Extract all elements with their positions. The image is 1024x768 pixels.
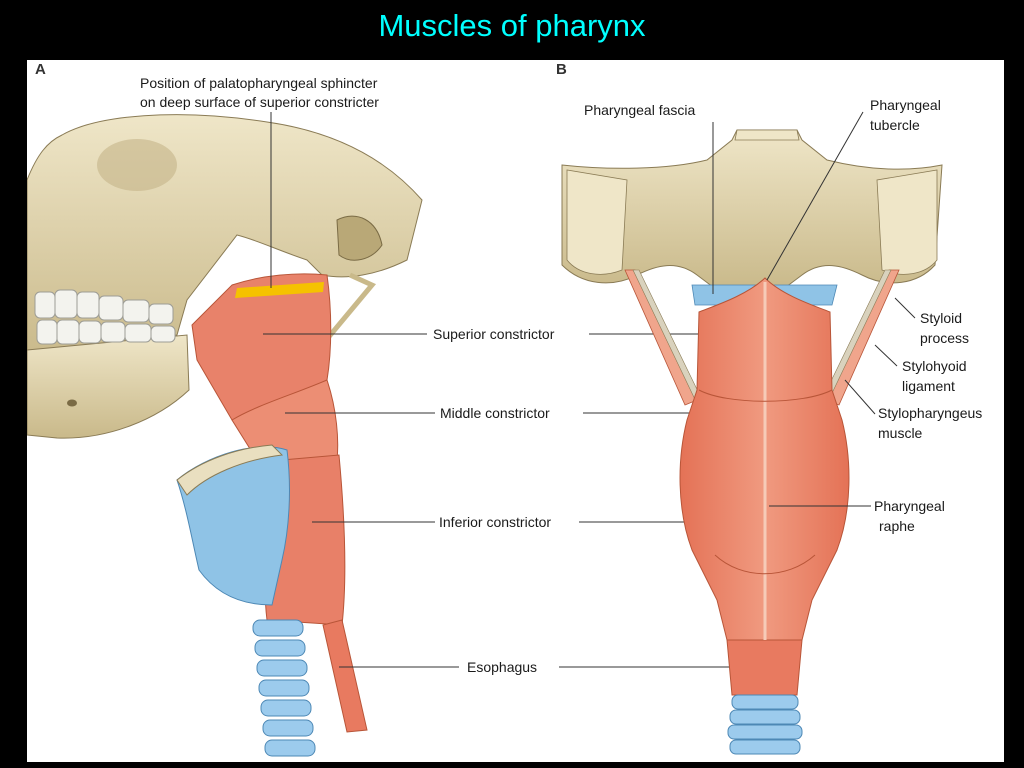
esophagus-b xyxy=(726,639,803,696)
mastoid-right xyxy=(876,169,938,275)
stylopharyngeus-right xyxy=(816,269,900,413)
pharyngeal-constrictors-posterior xyxy=(679,277,850,696)
stylohyoid-ligament-label-2: ligament xyxy=(902,378,955,394)
stylopharyngeus-label-1: Stylopharyngeus xyxy=(878,405,982,421)
styloid-process-leader xyxy=(894,297,916,319)
slide-title: Muscles of pharynx xyxy=(378,8,646,43)
teeth xyxy=(34,289,176,345)
pharyngeal-raphe-label-1: Pharyngeal xyxy=(874,498,945,514)
stylohyoid-ligament-label-1: Stylohyoid xyxy=(902,358,967,374)
pharyngeal-fascia-label: Pharyngeal fascia xyxy=(584,102,696,118)
larynx-cartilage xyxy=(176,444,290,606)
pharyngeal-tubercle-leader xyxy=(766,111,864,281)
figure-panel: A xyxy=(27,60,1004,762)
trachea-a xyxy=(252,619,316,757)
inferior-constrictor-label: Inferior constrictor xyxy=(439,514,551,530)
panel-a-letter: A xyxy=(35,61,46,78)
pharyngeal-raphe-label-2: raphe xyxy=(879,518,915,534)
stylopharyngeus-label-2: muscle xyxy=(878,425,923,441)
hyoid-bone xyxy=(176,444,284,496)
middle-constrictor-label: Middle constrictor xyxy=(440,405,550,421)
styloid-process-a xyxy=(320,272,377,347)
mental-foramen xyxy=(67,399,77,407)
mastoid-left xyxy=(566,169,628,275)
esophagus-label: Esophagus xyxy=(467,659,537,675)
skull-lateral xyxy=(27,114,423,361)
palatopharyngeal-sphincter xyxy=(235,282,324,298)
skull-base-posterior xyxy=(561,129,943,291)
esophagus-a xyxy=(322,619,368,733)
panel-b-letter: B xyxy=(556,61,567,78)
superior-constrictor-label: Superior constrictor xyxy=(433,326,555,342)
pharyngeal-tubercle-label-1: Pharyngeal xyxy=(870,97,941,113)
stylopharyngeus-leader xyxy=(844,379,876,415)
ear-canal xyxy=(336,215,383,261)
pharyngeal-tubercle-label-2: tubercle xyxy=(870,117,920,133)
pharynx-illustration: A xyxy=(27,61,982,757)
sphincter-label-line2: on deep surface of superior constricter xyxy=(140,94,379,110)
sphincter-label-line1: Position of palatopharyngeal sphincter xyxy=(140,75,378,91)
styloid-process-label-1: Styloid xyxy=(920,310,962,326)
styloid-process-label-2: process xyxy=(920,330,969,346)
stylohyoid-ligament-leader xyxy=(874,344,898,367)
mandible xyxy=(27,334,190,439)
trachea-b xyxy=(727,694,803,755)
